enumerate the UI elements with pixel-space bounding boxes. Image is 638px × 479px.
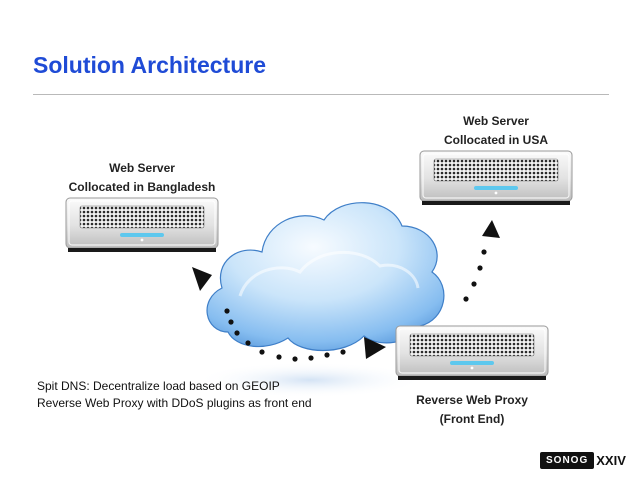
note-line-1: Spit DNS: Decentralize load based on GEO… [37, 379, 280, 393]
server-icon-proxy [395, 325, 549, 381]
cloud-shadow [195, 362, 425, 398]
notes-block: Spit DNS: Decentralize load based on GEO… [37, 378, 312, 412]
logo-edition: XXIV [596, 452, 626, 468]
arrowhead-icon-usa [482, 220, 500, 238]
note-line-2: Reverse Web Proxy with DDoS plugins as f… [37, 396, 312, 410]
title-divider [33, 94, 609, 95]
label-usa: Web Server Collocated in USA [420, 112, 572, 150]
label-usa-line2: Collocated in USA [443, 133, 548, 147]
dotted-path-to-bangladesh [224, 308, 346, 362]
label-proxy-line2: (Front End) [439, 412, 505, 426]
dotted-path-to-usa [463, 249, 487, 302]
label-proxy: Reverse Web Proxy (Front End) [396, 391, 548, 429]
sanog-logo: SONOG XXIV [540, 451, 626, 469]
label-usa-line1: Web Server [463, 114, 529, 128]
logo-brand: SONOG [540, 451, 595, 469]
label-bangladesh: Web Server Collocated in Bangladesh [55, 159, 229, 197]
arrowhead-icon-bangladesh [192, 267, 212, 291]
label-bangladesh-line1: Web Server [109, 161, 175, 175]
slide-title: Solution Architecture [33, 52, 266, 78]
arrowhead-icon-proxy [364, 337, 386, 359]
server-icon-usa [419, 150, 573, 206]
server-icon-bangladesh [65, 197, 219, 253]
cloud-icon [206, 202, 445, 352]
label-bangladesh-line2: Collocated in Bangladesh [68, 180, 216, 194]
label-proxy-line1: Reverse Web Proxy [416, 393, 528, 407]
